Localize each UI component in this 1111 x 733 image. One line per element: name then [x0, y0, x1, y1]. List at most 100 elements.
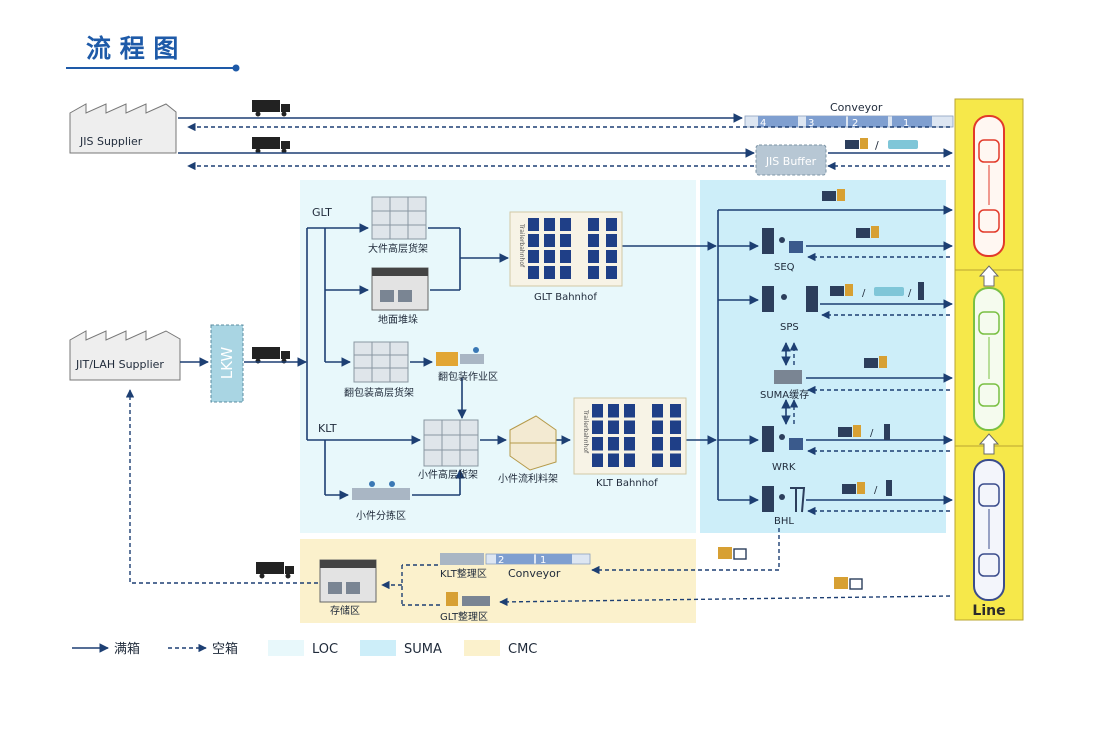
cmc-conveyor-label: Conveyor: [508, 567, 561, 580]
trailer-label: Trailerbahnhof: [582, 409, 589, 454]
rack-bin-icon: [670, 437, 681, 451]
flip-rack: 翻包装高层货架: [344, 341, 414, 399]
cart-icon: [790, 487, 806, 513]
trailer-label: Trailerbahnhof: [518, 223, 525, 268]
small-flow-rack: 小件流利料架: [498, 415, 558, 485]
separator: /: [870, 428, 874, 439]
bhl-label: BHL: [774, 516, 794, 527]
rack-cart-icon: [845, 140, 859, 149]
jis-supplier-label: JIS Supplier: [79, 135, 143, 148]
line-up-arrow-icon: [978, 433, 1000, 455]
sps-label: SPS: [780, 322, 799, 333]
rack-bin-icon: [544, 218, 555, 231]
assembly-line: Line: [954, 98, 1024, 621]
small-rack-label: 小件高层货架: [418, 468, 478, 481]
legend-swatch-cmc: [464, 640, 500, 656]
conveyor-segment: 1: [903, 118, 909, 129]
agv-icon: [874, 287, 904, 296]
klt-label: KLT: [318, 422, 337, 435]
lkw-label: LKW: [218, 347, 236, 380]
suma-transport-icons: / / / /: [822, 189, 924, 496]
separator: /: [874, 485, 878, 496]
worker-icon: [779, 434, 785, 440]
suma-sps: SPS: [762, 286, 818, 333]
rack-icon: [371, 196, 427, 240]
rack-cart-icon: [806, 286, 818, 312]
rack-cart-icon: [864, 358, 878, 368]
klt-bahnhof: Trailerbahnhof KLT Bahnhof: [573, 397, 687, 489]
small-rack: 小件高层货架: [418, 419, 479, 481]
glt-area-label: GLT整理区: [440, 610, 488, 623]
small-sort-label: 小件分拣区: [356, 509, 406, 522]
small-flow-rack-label: 小件流利料架: [498, 472, 558, 485]
conveyor-segment: 2: [852, 118, 858, 129]
worker-icon: [918, 282, 924, 300]
cmc-glt-area: GLT整理区: [440, 592, 490, 623]
rack-bin-icon: [608, 420, 619, 434]
legend-suma: SUMA: [404, 642, 442, 657]
suma-area: [700, 180, 946, 533]
conveyor-segment: 4: [760, 118, 766, 129]
rack-bin-icon: [560, 266, 571, 279]
flip-area-label: 翻包装作业区: [438, 370, 498, 383]
rack-bin-icon: [544, 234, 555, 247]
conveyor-segment: 2: [498, 555, 504, 566]
suma-flows: [717, 205, 953, 516]
wrk-label: WRK: [772, 462, 796, 473]
legend-cmc: CMC: [508, 642, 537, 657]
suma-buffer: SUMA缓存: [760, 370, 809, 401]
car-green-icon: [973, 287, 1005, 431]
rack-icon: [423, 419, 479, 467]
lkw-box: LKW: [210, 324, 244, 403]
forklift-icon: [718, 547, 732, 559]
rack-cart-icon: [762, 426, 774, 452]
rack-cart-icon: [838, 427, 852, 437]
rack-cart-icon: [830, 286, 844, 296]
rack-bin-icon: [560, 218, 571, 231]
forklift-icon: [860, 138, 868, 149]
rack-bin-icon: [670, 420, 681, 434]
rack-bin-icon: [606, 266, 617, 279]
big-rack: 大件高层货架: [368, 196, 428, 255]
conveyor-segment: 1: [540, 555, 546, 566]
flip-rack-label: 翻包装高层货架: [344, 386, 414, 399]
worker-icon: [779, 494, 785, 500]
floor-stack: 地面堆垛: [371, 267, 429, 326]
rack-bin-icon: [560, 250, 571, 263]
rack-bin-icon: [528, 218, 539, 231]
rack-cart-icon: [762, 286, 774, 312]
rack-bin-icon: [670, 453, 681, 467]
workstation-icon: [436, 352, 458, 366]
klt-bahnhof-label: KLT Bahnhof: [596, 478, 658, 489]
suma-bhl: BHL: [762, 486, 806, 527]
suma-seq: SEQ: [762, 228, 803, 273]
cmc-klt-area: KLT整理区: [440, 553, 487, 580]
forklift-icon: [837, 189, 845, 201]
rack-cart-icon: [762, 486, 774, 512]
top-conveyor-label: Conveyor: [830, 101, 883, 114]
worker-icon: [884, 424, 890, 440]
small-sort: 小件分拣区: [352, 481, 410, 522]
title-underline-dot: [232, 64, 240, 72]
rack-bin-icon: [592, 437, 603, 451]
forklift-icon: [834, 577, 848, 589]
rack-bin-icon: [592, 420, 603, 434]
rack-bin-icon: [624, 404, 635, 418]
rack-bin-icon: [588, 234, 599, 247]
rack-bin-icon: [652, 420, 663, 434]
rack-bin-icon: [608, 404, 619, 418]
rack-cart-icon: [856, 228, 870, 238]
forklift-icon: [853, 425, 861, 437]
glt-bahnhof: Trailerbahnhof GLT Bahnhof: [509, 211, 623, 303]
rack-bin-icon: [588, 218, 599, 231]
legend-loc: LOC: [312, 642, 338, 657]
rack-icon: [353, 341, 409, 383]
rack-cart-icon: [762, 228, 774, 254]
truck-icon: [252, 137, 290, 154]
rack-bin-icon: [606, 250, 617, 263]
rack-bin-icon: [624, 453, 635, 467]
rack-bin-icon: [588, 266, 599, 279]
truck-icon: [256, 562, 294, 579]
pallet-stack-icon: [774, 370, 802, 384]
storage-label: 存储区: [330, 604, 360, 617]
